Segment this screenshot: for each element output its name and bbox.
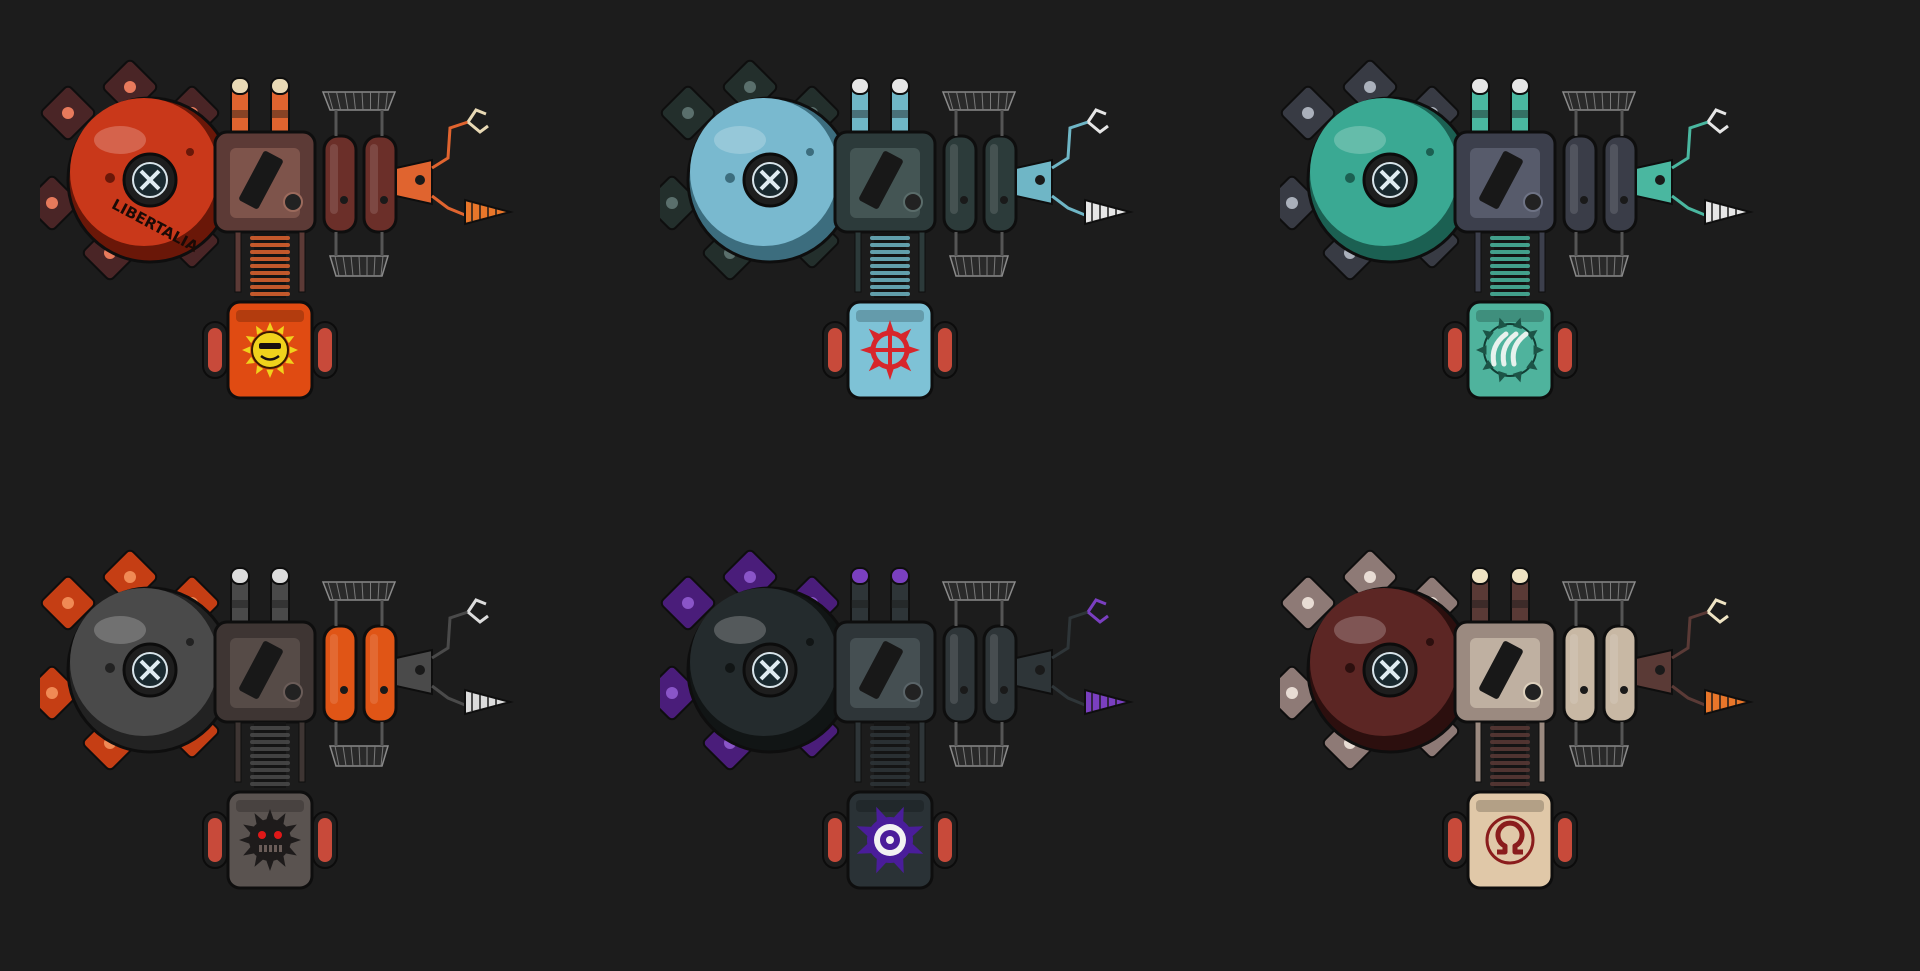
hull-shine: [1334, 616, 1386, 644]
spiked-skull-emblem: [239, 809, 301, 871]
missile-tip: [230, 567, 250, 585]
nose-cone: [1635, 158, 1673, 206]
drill-arm: [431, 684, 466, 707]
hull-shine: [1334, 126, 1386, 154]
porthole-cross-icon: [139, 169, 161, 191]
engine-slot: [859, 641, 903, 699]
porthole-cross-icon: [1379, 169, 1401, 191]
missile-tip: [230, 77, 250, 95]
fuel-tank: [322, 134, 358, 234]
missile-tip: [850, 567, 870, 585]
top-net: [321, 91, 397, 111]
fuel-tank: [1602, 134, 1638, 234]
engine-port: [903, 192, 923, 212]
hull-shine: [94, 616, 146, 644]
claw-arm: [1051, 610, 1089, 660]
fuel-tank: [362, 134, 398, 234]
fuel-tank: [322, 624, 358, 724]
claw-icon: [1706, 598, 1729, 624]
claw-icon: [466, 108, 489, 134]
claw-icon: [1086, 598, 1109, 624]
engine-port: [1523, 682, 1543, 702]
ship-variant-charcoal-orange: [40, 530, 640, 970]
missile-tip: [1470, 77, 1490, 95]
engine-port: [283, 682, 303, 702]
nose-cone: [1015, 158, 1053, 206]
engine-slot: [1479, 151, 1523, 209]
claw-arm: [1671, 120, 1709, 170]
claw-emblem: [1476, 317, 1544, 383]
missile-tip: [890, 77, 910, 95]
nose-cone: [1015, 648, 1053, 696]
claw-arm: [431, 120, 469, 170]
nose-cone: [395, 648, 433, 696]
sun-face-emblem: [242, 322, 298, 378]
ship-variant-orange: LIBERTALIA: [40, 40, 640, 480]
ship-variant-maroon-cream: [1280, 530, 1880, 970]
hull-shine: [714, 616, 766, 644]
top-net: [321, 581, 397, 601]
claw-arm: [431, 610, 469, 660]
claw-icon: [1086, 108, 1109, 134]
missile-tip: [1470, 567, 1490, 585]
fuel-tank: [942, 624, 978, 724]
claw-arm: [1051, 120, 1089, 170]
engine-slot: [239, 151, 283, 209]
missile-tip: [270, 567, 290, 585]
missile-tip: [1510, 567, 1530, 585]
core-module: [1466, 790, 1554, 890]
missile-tip: [890, 567, 910, 585]
engine-port: [283, 192, 303, 212]
missile-tip: [270, 77, 290, 95]
hull-shine: [714, 126, 766, 154]
ring-sun-emblem: [856, 806, 924, 874]
drill-arm: [1671, 684, 1706, 707]
drill-arm: [1051, 194, 1086, 217]
nose-cone: [1635, 648, 1673, 696]
top-net: [1561, 581, 1637, 601]
ship-variant-black-purple: [660, 530, 1260, 970]
nose-cone: [395, 158, 433, 206]
ship-variant-teal: [1280, 40, 1880, 480]
porthole-cross-icon: [1379, 659, 1401, 681]
fuel-tank: [1602, 624, 1638, 724]
fuel-tank: [362, 624, 398, 724]
engine-slot: [239, 641, 283, 699]
drill-arm: [1051, 684, 1086, 707]
porthole-cross-icon: [759, 659, 781, 681]
omega-emblem: [1485, 815, 1535, 865]
fuel-tank: [1562, 134, 1598, 234]
top-net: [941, 91, 1017, 111]
drill-arm: [431, 194, 466, 217]
engine-slot: [1479, 641, 1523, 699]
crosshair-sun-emblem: [860, 320, 920, 380]
engine-port: [1523, 192, 1543, 212]
claw-icon: [466, 598, 489, 624]
top-net: [1561, 91, 1637, 111]
missile-tip: [850, 77, 870, 95]
ship-variant-sky-blue: [660, 40, 1260, 480]
fuel-tank: [1562, 624, 1598, 724]
porthole-cross-icon: [139, 659, 161, 681]
claw-arm: [1671, 610, 1709, 660]
drill-arm: [1671, 194, 1706, 217]
fuel-tank: [982, 624, 1018, 724]
hull-shine: [94, 126, 146, 154]
top-net: [941, 581, 1017, 601]
missile-tip: [1510, 77, 1530, 95]
fuel-tank: [942, 134, 978, 234]
claw-icon: [1706, 108, 1729, 134]
engine-port: [903, 682, 923, 702]
porthole-cross-icon: [759, 169, 781, 191]
engine-slot: [859, 151, 903, 209]
fuel-tank: [982, 134, 1018, 234]
